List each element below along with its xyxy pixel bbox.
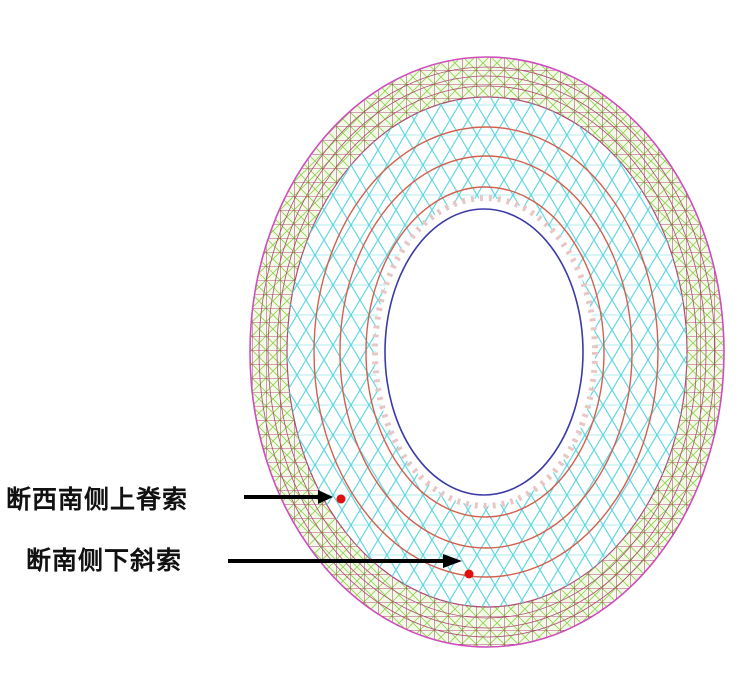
arrow-upper (244, 490, 333, 504)
inner-compression-ring (384, 208, 584, 496)
annotation-lower-diagonal-cable: 断南侧下斜索 (26, 546, 183, 575)
outer-ring (249, 56, 725, 648)
annotation-upper-ridge-cable: 断西南侧上脊索 (6, 485, 189, 514)
marker-lower-diagonal-cable (464, 569, 474, 579)
ridge-cable-rings (313, 126, 659, 578)
marker-upper-ridge-cable (336, 494, 346, 504)
arrow-lower (228, 554, 462, 568)
